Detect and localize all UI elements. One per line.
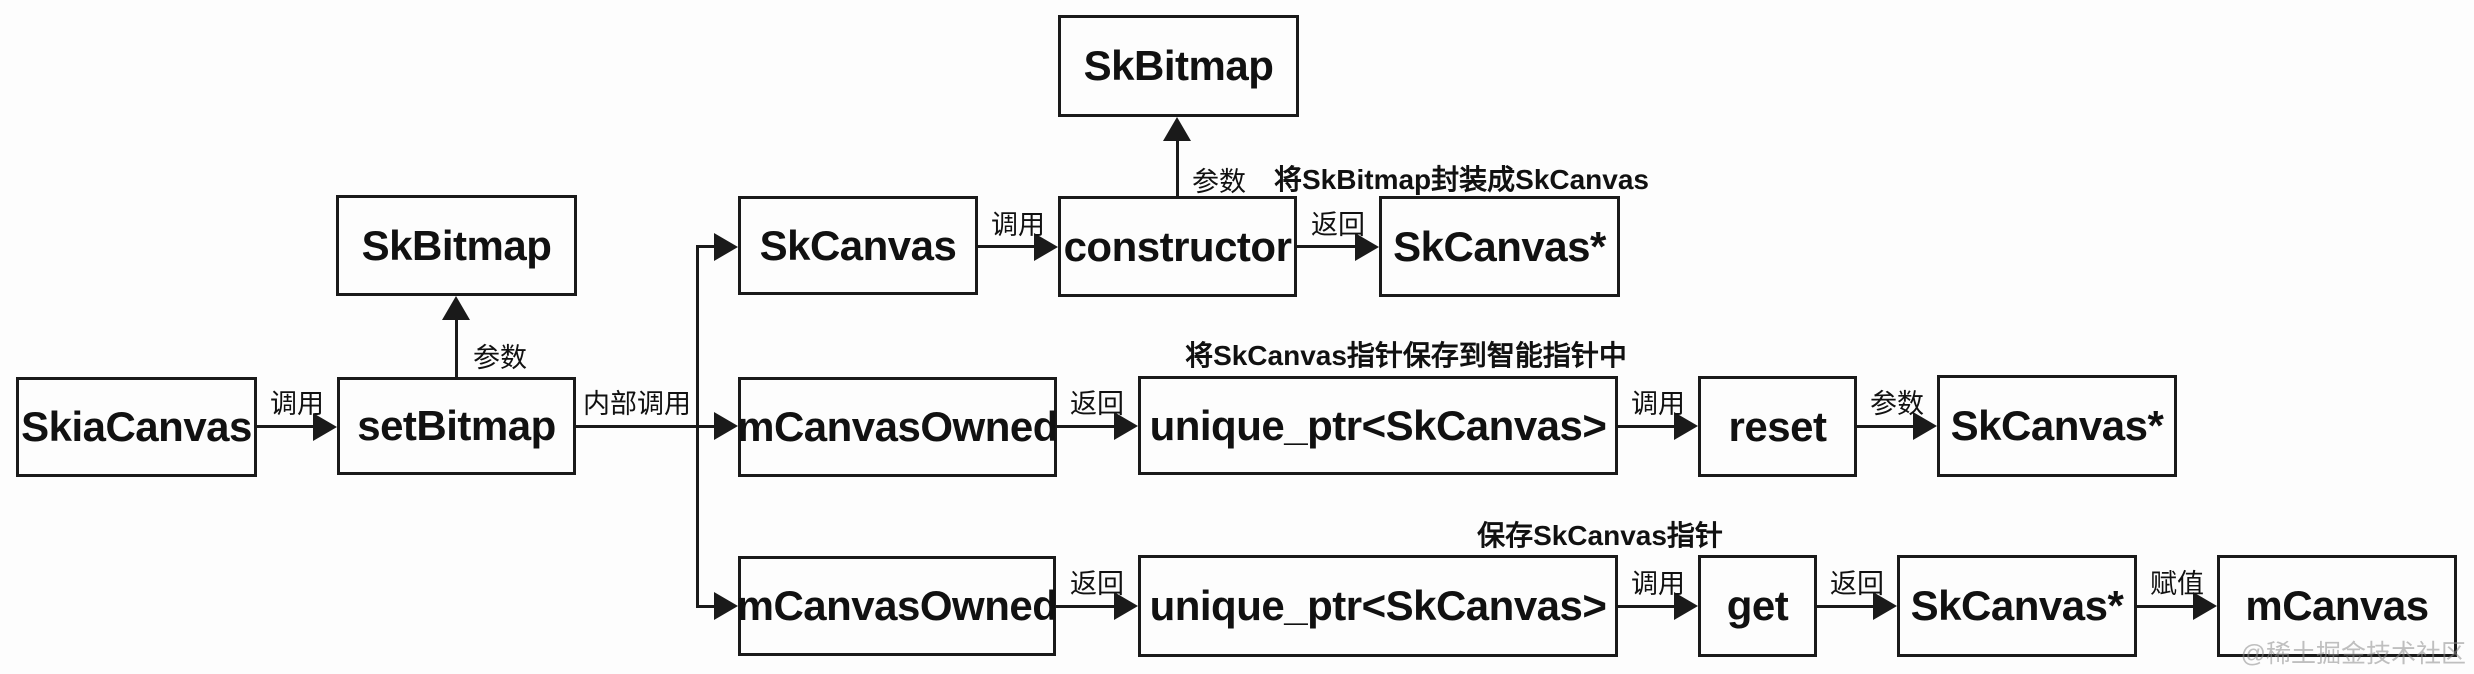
edge-branch-mcanvasowned2-arrowhead xyxy=(714,592,738,620)
node-skcanvas: SkCanvas xyxy=(738,196,978,295)
node-mcanvas: mCanvas xyxy=(2217,555,2457,657)
edge-mcanvasowned1-uniqueptr1-line xyxy=(1057,425,1118,428)
edge-get-skcanvasptr3-arrowhead xyxy=(1873,592,1897,620)
node-skcanvas-ptr-1: SkCanvas* xyxy=(1379,196,1620,297)
edge-constructor-skbitmap-arrowhead xyxy=(1163,117,1191,141)
edge-mcanvasowned1-uniqueptr1-arrowhead xyxy=(1114,412,1138,440)
node-uniqueptr-1: unique_ptr<SkCanvas> xyxy=(1138,376,1618,475)
node-skbitmap-mid: SkBitmap xyxy=(336,195,577,296)
node-skbitmap-top: SkBitmap xyxy=(1058,15,1299,117)
edge-label-return-1: 返回 xyxy=(1311,210,1365,240)
edge-branch-mcanvasowned2-line xyxy=(696,605,718,608)
edge-reset-skcanvasptr2-line xyxy=(1857,425,1917,428)
node-uniqueptr-2: unique_ptr<SkCanvas> xyxy=(1138,555,1618,657)
edge-label-param-1: 参数 xyxy=(473,343,527,373)
edge-setbitmap-skbitmap-line xyxy=(455,314,458,378)
annotation-wrap-skbitmap: 将SkBitmap封装成SkCanvas xyxy=(1274,164,1650,195)
node-mcanvasowned-1: mCanvasOwned xyxy=(737,377,1058,477)
edge-branch-skcanvas-arrowhead xyxy=(714,233,738,261)
node-skiacanvas: SkiaCanvas xyxy=(16,377,257,477)
edge-mcanvasowned2-uniqueptr2-arrowhead xyxy=(1114,592,1138,620)
annotation-save-pointer: 保存SkCanvas指针 xyxy=(1477,520,1723,551)
edge-label-param-2: 参数 xyxy=(1192,167,1246,197)
node-constructor: constructor xyxy=(1058,196,1297,297)
edge-uniqueptr1-reset-arrowhead xyxy=(1674,412,1698,440)
edge-uniqueptr1-reset-line xyxy=(1618,425,1678,428)
edge-label-call-2: 调用 xyxy=(991,210,1045,240)
edge-branch-skcanvas-line xyxy=(696,245,718,248)
edge-label-return-4: 返回 xyxy=(1830,569,1884,599)
edge-label-return-3: 返回 xyxy=(1070,569,1124,599)
annotation-store-pointer: 将SkCanvas指针保存到智能指针中 xyxy=(1185,340,1627,371)
node-skcanvas-ptr-3: SkCanvas* xyxy=(1897,555,2137,657)
edge-constructor-skbitmap-line xyxy=(1176,135,1179,196)
edge-skiacanvas-setbitmap-line xyxy=(257,425,317,428)
node-reset: reset xyxy=(1698,376,1857,477)
edge-setbitmap-branch-line xyxy=(576,425,716,428)
edge-skcanvas-constructor-line xyxy=(978,245,1038,248)
edge-label-call-1: 调用 xyxy=(270,389,324,419)
node-mcanvasowned-2: mCanvasOwned xyxy=(737,556,1058,656)
edge-skcanvas-constructor-arrowhead xyxy=(1034,233,1058,261)
edge-constructor-skcanvasptr-line xyxy=(1297,245,1359,248)
node-get: get xyxy=(1698,555,1817,657)
edge-label-call-4: 调用 xyxy=(1631,569,1685,599)
edge-skcanvasptr3-mcanvas-line xyxy=(2137,605,2197,608)
edge-get-skcanvasptr3-line xyxy=(1817,605,1877,608)
branch-trunk-line xyxy=(696,246,699,607)
edge-label-param-3: 参数 xyxy=(1870,389,1924,419)
edge-label-internal-call: 内部调用 xyxy=(583,389,691,419)
edge-skcanvasptr3-mcanvas-arrowhead xyxy=(2193,592,2217,620)
edge-branch-mcanvasowned1-arrowhead xyxy=(714,412,738,440)
node-skcanvas-ptr-2: SkCanvas* xyxy=(1937,375,2177,477)
edge-constructor-skcanvasptr-arrowhead xyxy=(1355,233,1379,261)
edge-label-return-2: 返回 xyxy=(1070,389,1124,419)
edge-mcanvasowned2-uniqueptr2-line xyxy=(1056,605,1118,608)
edge-label-assign: 赋值 xyxy=(2150,569,2204,599)
edge-reset-skcanvasptr2-arrowhead xyxy=(1913,412,1937,440)
watermark: @稀土掘金技术社区 xyxy=(2240,640,2466,668)
edge-label-call-3: 调用 xyxy=(1631,389,1685,419)
edge-setbitmap-skbitmap-arrowhead xyxy=(442,296,470,320)
node-setbitmap: setBitmap xyxy=(337,377,576,475)
edge-skiacanvas-setbitmap-arrowhead xyxy=(313,413,337,441)
edge-uniqueptr2-get-line xyxy=(1618,605,1678,608)
edge-uniqueptr2-get-arrowhead xyxy=(1674,592,1698,620)
